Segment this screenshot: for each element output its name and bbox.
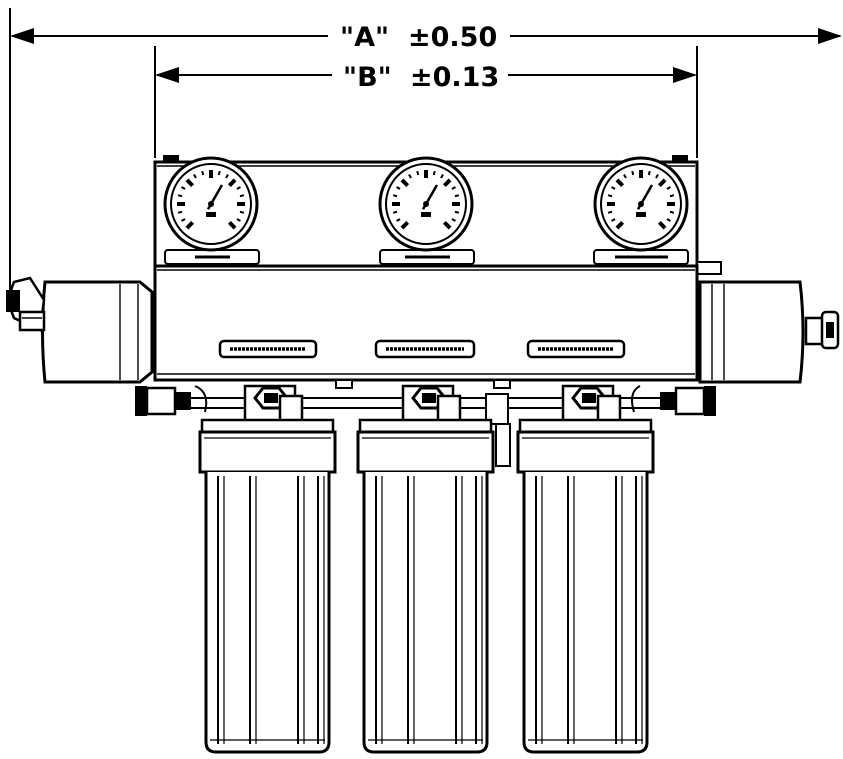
dimension-a-tolerance: ±0.50 bbox=[408, 22, 497, 53]
dimension-a: "A" ±0.50 bbox=[9, 8, 842, 290]
pressure-gauge-center bbox=[378, 156, 474, 252]
lower-fittings bbox=[135, 379, 716, 467]
outlet-fitting-right bbox=[804, 310, 840, 350]
pressure-gauges bbox=[163, 156, 689, 252]
pressure-gauge-left bbox=[163, 156, 259, 252]
panel-bolt-right bbox=[672, 155, 688, 163]
panel-bolt-left bbox=[163, 155, 179, 163]
inlet-fitting-left bbox=[6, 276, 46, 332]
filter-housing-center bbox=[356, 384, 495, 754]
drain-valve-left bbox=[135, 386, 147, 416]
manifold-housing bbox=[41, 261, 805, 384]
dimension-b-tolerance: ±0.13 bbox=[410, 62, 499, 93]
filter-housing-right bbox=[516, 384, 655, 754]
end-cap-right bbox=[698, 280, 805, 384]
drain-valve-right bbox=[704, 386, 716, 416]
manifold-body bbox=[153, 264, 699, 382]
end-cap-left bbox=[41, 280, 154, 384]
filter-housing-left bbox=[198, 384, 337, 754]
filter-housings bbox=[198, 384, 655, 754]
dimension-a-label: "A" bbox=[340, 22, 389, 53]
pressure-gauge-right bbox=[593, 156, 689, 252]
dimension-b-label: "B" bbox=[343, 62, 392, 93]
dimension-b: "B" ±0.13 bbox=[154, 46, 698, 158]
